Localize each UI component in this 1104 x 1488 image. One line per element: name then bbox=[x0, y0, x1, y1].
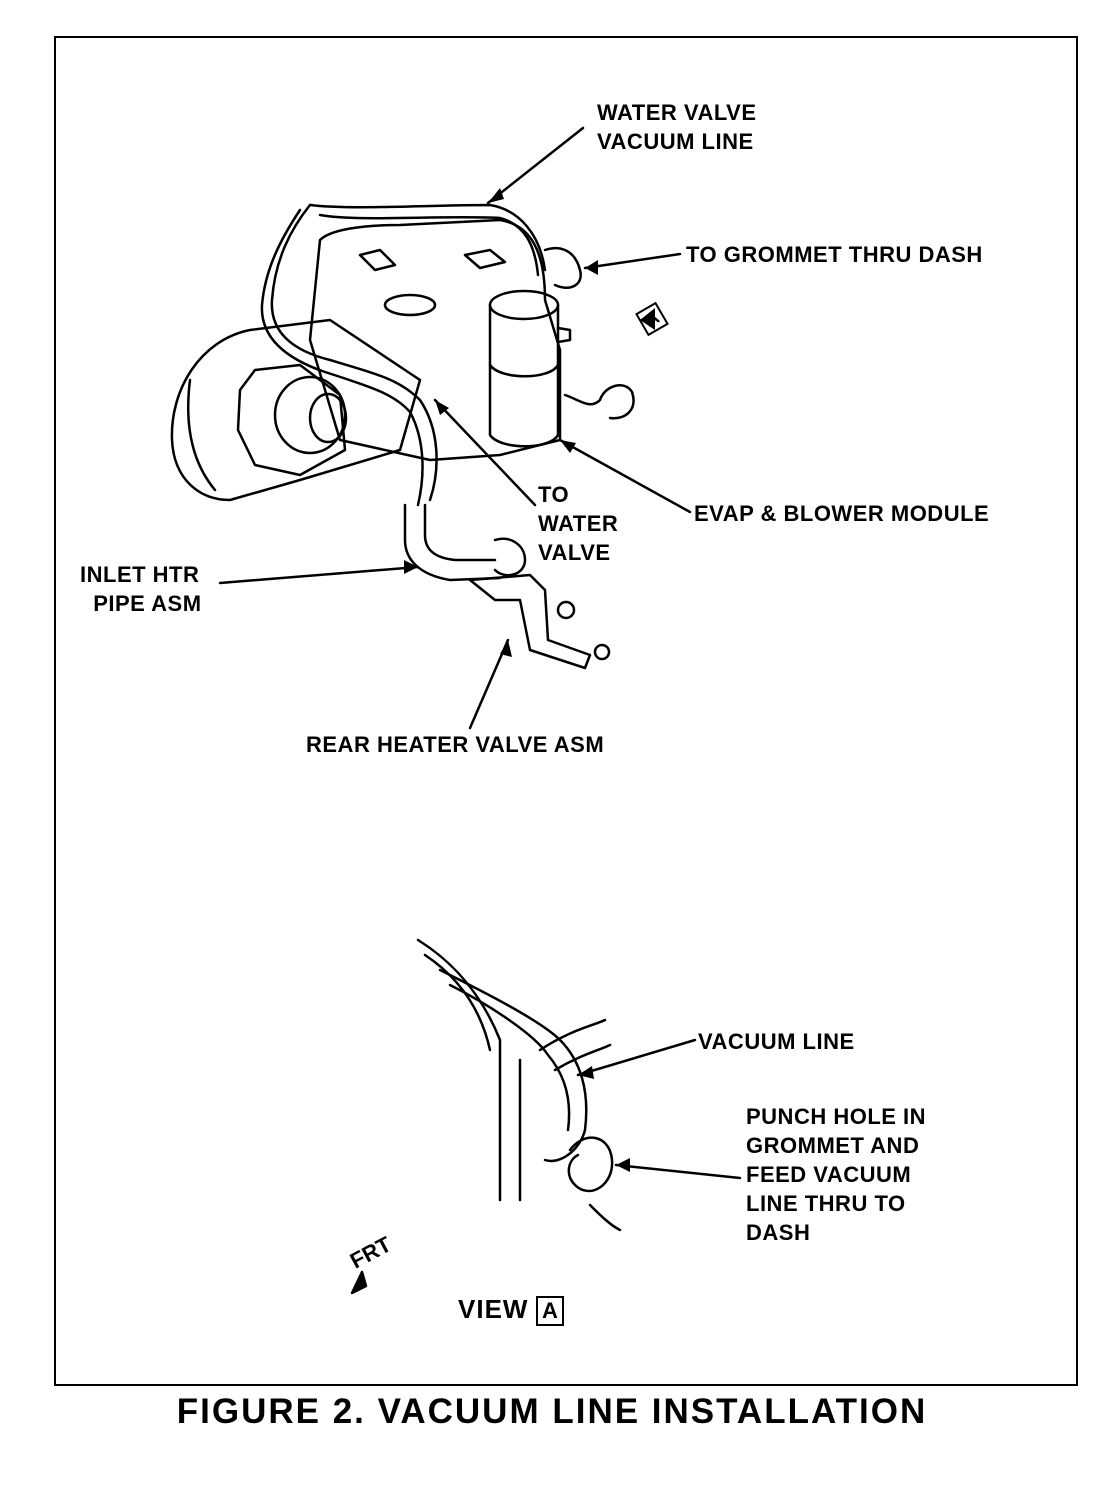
frt-arrow bbox=[350, 1270, 368, 1295]
water-valve-vacuum-line bbox=[308, 203, 547, 272]
label-vacuum-line: VACUUM LINE bbox=[698, 1029, 855, 1054]
label-rear-heater-valve-asm: REAR HEATER VALVE ASM bbox=[306, 732, 605, 757]
label-punch-hole-instructions: PUNCH HOLE IN GROMMET AND FEED VACUUM LI… bbox=[746, 1104, 927, 1245]
figure-caption: FIGURE 2. VACUUM LINE INSTALLATION bbox=[176, 1392, 928, 1431]
blower-housing bbox=[170, 318, 422, 502]
view-label: VIEW bbox=[458, 1294, 529, 1324]
label-to-water-valve: TO WATER VALVE bbox=[538, 482, 619, 565]
view-a-box: A bbox=[635, 301, 669, 337]
blower-motor bbox=[236, 363, 347, 477]
inlet-htr-pipe bbox=[403, 503, 502, 582]
label-evap-blower-module: EVAP & BLOWER MODULE bbox=[694, 501, 990, 526]
inset-grommet bbox=[567, 1136, 614, 1193]
view-letter-box: A bbox=[536, 1296, 565, 1327]
inset-vacuum-line bbox=[438, 968, 588, 1163]
label-water-valve-vacuum-line: WATER VALVE VACUUM LINE bbox=[597, 100, 757, 154]
label-inlet-htr-pipe-asm: INLET HTR PIPE ASM bbox=[80, 562, 202, 616]
diagram-frame bbox=[54, 36, 1078, 1386]
evap-module-body bbox=[308, 218, 562, 462]
view-a-marker: A bbox=[635, 301, 669, 337]
label-to-grommet-thru-dash: TO GROMMET THRU DASH bbox=[686, 242, 983, 267]
rear-heater-valve bbox=[468, 573, 592, 670]
evap-canister bbox=[488, 303, 560, 448]
